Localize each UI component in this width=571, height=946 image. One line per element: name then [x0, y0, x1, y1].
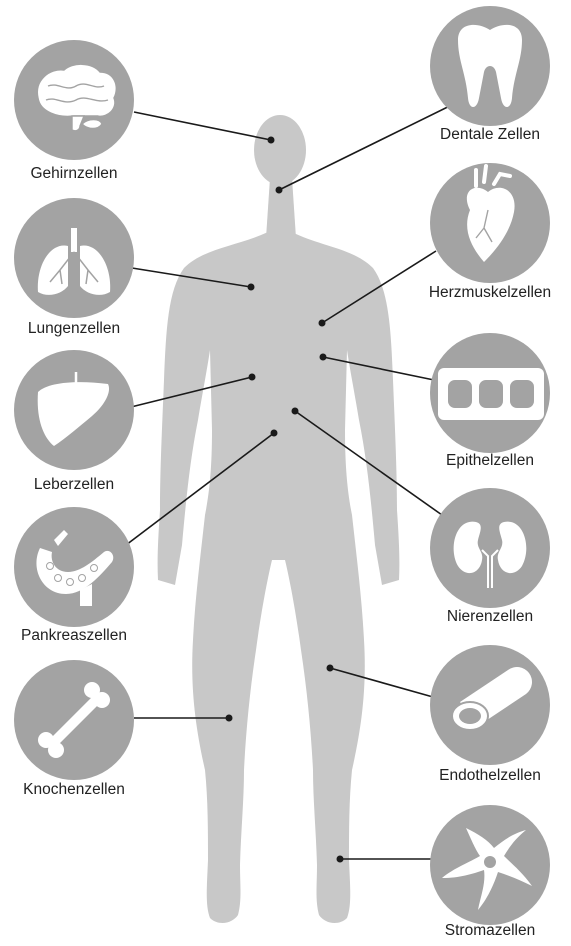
label-epithel-cells: Epithelzellen [446, 452, 534, 470]
label-dental-cells: Dentale Zellen [440, 126, 540, 144]
dot-endothel [327, 665, 334, 672]
dot-brain [268, 137, 275, 144]
kidney-icon-circle [430, 488, 550, 608]
epithelium-icon [438, 368, 544, 420]
dot-lung [248, 284, 255, 291]
dot-dental [276, 187, 283, 194]
label-stroma-cells: Stromazellen [445, 922, 535, 940]
dot-bone [226, 715, 233, 722]
label-kidney-cells: Nierenzellen [447, 608, 533, 626]
label-heart-cells: Herzmuskelzellen [429, 284, 551, 302]
dot-stroma [337, 856, 344, 863]
label-brain-cells: Gehirnzellen [30, 165, 117, 183]
dot-epithel [320, 354, 327, 361]
dot-kidney [292, 408, 299, 415]
label-endothel-cells: Endothelzellen [439, 767, 541, 785]
label-liver-cells: Leberzellen [34, 476, 114, 494]
label-pancreas-cells: Pankreaszellen [21, 627, 127, 645]
dot-heart [319, 320, 326, 327]
pancreas-icon-circle [14, 507, 134, 627]
dot-liver [249, 374, 256, 381]
label-lung-cells: Lungenzellen [28, 320, 120, 338]
label-bone-cells: Knochenzellen [23, 781, 125, 799]
connector-brain [134, 112, 271, 140]
lungs-icon-circle [14, 198, 134, 318]
human-silhouette [158, 115, 400, 923]
dot-pancreas [271, 430, 278, 437]
